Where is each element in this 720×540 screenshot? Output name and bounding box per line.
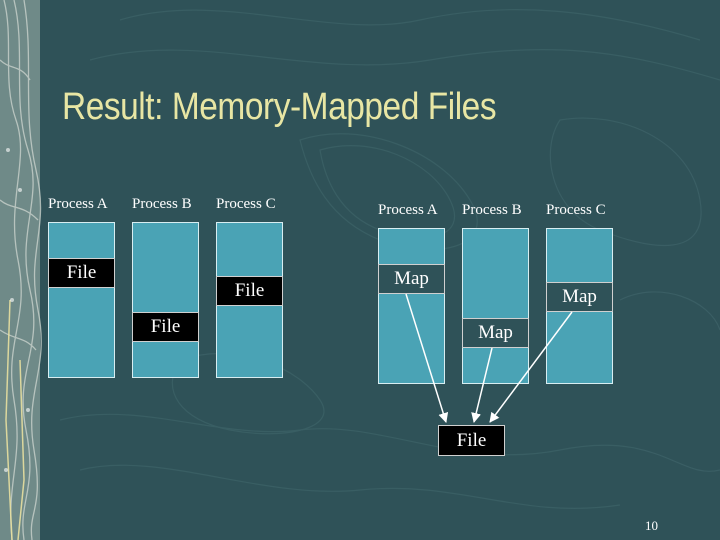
left-process-a-label: Process A [48, 196, 108, 212]
left-file-b: File [132, 312, 199, 342]
right-map-b: Map [462, 318, 529, 348]
slide-title: Result: Memory-Mapped Files [62, 86, 497, 128]
arrow-map-a-to-file [405, 293, 449, 423]
arrow-map-b-to-file [471, 347, 493, 423]
right-process-c-label: Process C [546, 202, 606, 218]
shared-file-box: File [438, 425, 505, 456]
left-process-c-label: Process C [216, 196, 276, 212]
left-file-a: File [48, 258, 115, 288]
left-file-c: File [216, 276, 283, 306]
right-process-a-box [378, 228, 445, 384]
right-process-b-label: Process B [462, 202, 522, 218]
page-number: 10 [645, 518, 658, 533]
left-process-b-box [132, 222, 199, 378]
right-process-b-box [462, 228, 529, 384]
left-process-a-box [48, 222, 115, 378]
arrow-map-c-to-file [489, 311, 573, 423]
left-process-b-label: Process B [132, 196, 192, 212]
right-process-a-label: Process A [378, 202, 438, 218]
right-map-a: Map [378, 264, 445, 294]
right-map-c: Map [546, 282, 613, 312]
